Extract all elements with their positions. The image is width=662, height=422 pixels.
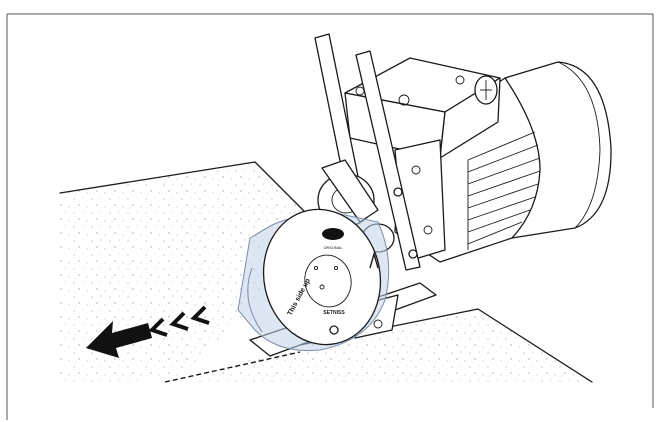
diamond-blade: ORIGINAL This side up SETNISS bbox=[262, 208, 382, 346]
direction-indicators bbox=[86, 305, 210, 358]
motor bbox=[344, 57, 612, 263]
concrete-surface bbox=[59, 161, 593, 384]
figure-frame bbox=[6, 13, 654, 420]
chevron-icon bbox=[148, 317, 168, 337]
chevron-icon bbox=[190, 305, 210, 325]
chevron-icon bbox=[169, 311, 189, 331]
blade-label-brand: ORIGINAL bbox=[323, 245, 343, 250]
blade-label-bottom: SETNISS bbox=[323, 310, 345, 316]
brand-logo bbox=[322, 228, 344, 240]
rotation-arrow-icon bbox=[369, 251, 379, 269]
direction-arrow-icon bbox=[86, 321, 152, 358]
cut-line bbox=[164, 351, 301, 383]
handle-bars bbox=[314, 33, 421, 271]
